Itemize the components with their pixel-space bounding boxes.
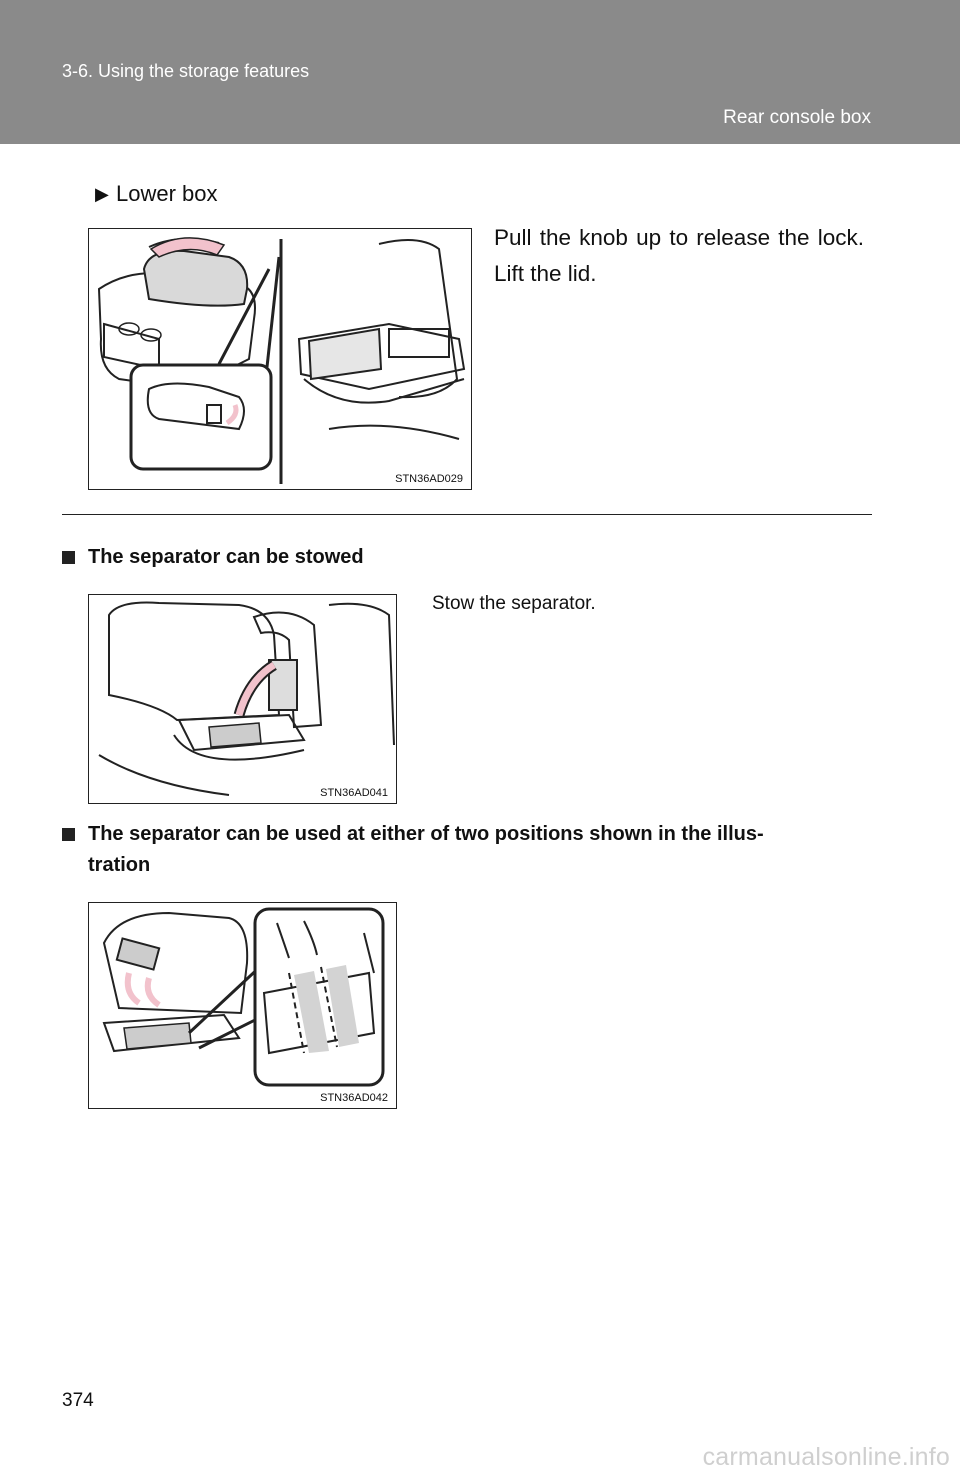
- instruction-text: Pull the knob up to release the lock. Li…: [494, 225, 864, 286]
- figure-code: STN36AD041: [320, 787, 388, 799]
- bullet-square-icon: [62, 551, 75, 564]
- figure-lower-box: STN36AD029: [88, 228, 472, 490]
- stow-instruction: Stow the separator.: [432, 593, 596, 614]
- page-header: 3-6. Using the storage features Rear con…: [0, 0, 960, 144]
- page-number: 374: [62, 1390, 94, 1411]
- topic-title: Rear console box: [723, 107, 871, 128]
- separator-stow-illustration: [98, 601, 395, 796]
- item-heading-stowed: The separator can be stowed: [62, 542, 882, 573]
- watermark: carmanualsonline.info: [702, 1443, 950, 1471]
- section-title: 3-6. Using the storage features: [62, 61, 310, 81]
- figure-code: STN36AD029: [395, 473, 463, 485]
- subsection-title: Lower box: [116, 181, 218, 206]
- figure-separator-stowed: STN36AD041: [88, 594, 397, 804]
- separator-positions-illustration: [102, 907, 385, 1087]
- section-divider: [62, 514, 872, 515]
- bullet-square-icon: [62, 828, 75, 841]
- pointer-triangle-icon: ▶: [95, 184, 109, 204]
- item-heading-positions: The separator can be used at either of t…: [62, 819, 892, 881]
- console-illustration: [97, 237, 466, 484]
- figure-code: STN36AD042: [320, 1092, 388, 1104]
- figure-separator-positions: STN36AD042: [88, 902, 397, 1109]
